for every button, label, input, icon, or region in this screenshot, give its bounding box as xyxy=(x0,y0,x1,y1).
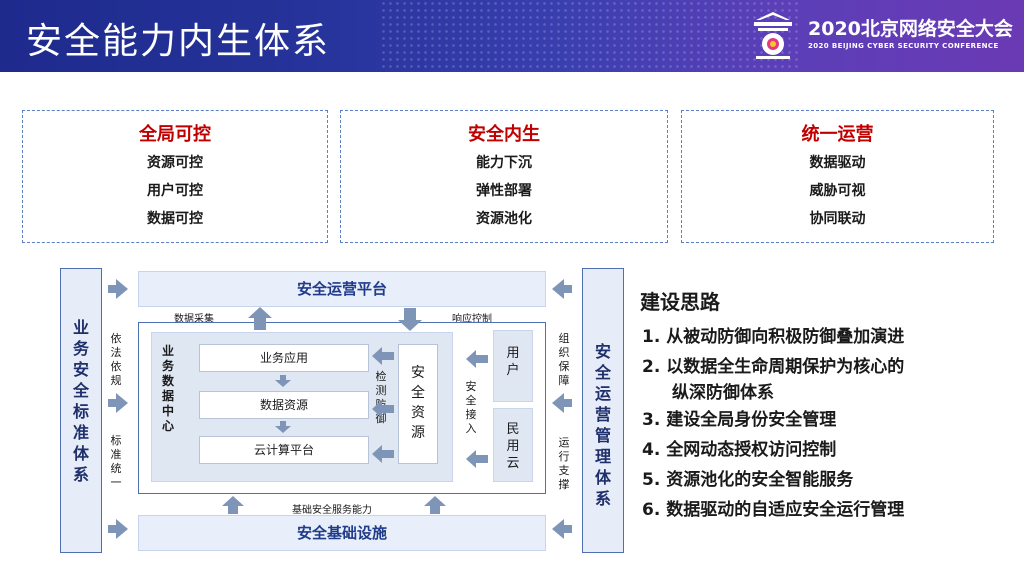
arrow-right xyxy=(108,393,128,413)
idea-item: 1. 从被动防御向积极防御叠加演进 xyxy=(642,327,905,347)
box-endogenous-security: 安全内生 能力下沉 弹性部署 资源池化 xyxy=(340,110,668,243)
idea-item: 4. 全网动态授权访问控制 xyxy=(642,440,837,460)
box-item: 数据驱动 xyxy=(809,155,866,171)
arrow-right xyxy=(108,279,128,299)
idea-item: 5. 资源池化的安全智能服务 xyxy=(642,470,854,490)
arrow-left xyxy=(372,347,394,365)
idea-item: 2. 以数据全生命周期保护为核心的 xyxy=(642,357,905,377)
box-title: 安全内生 xyxy=(468,124,540,145)
box-global-control: 全局可控 资源可控 用户可控 数据可控 xyxy=(22,110,328,243)
layer-cloud-platform: 云计算平台 xyxy=(199,436,369,464)
box-item: 能力下沉 xyxy=(476,155,532,171)
response-control-label: 响应控制 xyxy=(452,314,492,325)
arrow-down xyxy=(275,375,291,387)
conference-logo-icon xyxy=(754,12,792,59)
box-title: 统一运营 xyxy=(801,124,874,145)
security-resource-box: 安全资源 xyxy=(398,344,438,464)
business-security-standard-system: 业务安全标准体系 xyxy=(60,268,102,553)
users-label: 用户 xyxy=(506,346,520,378)
ideas-title: 建设思路 xyxy=(640,290,720,314)
note-unified-standard: 标准统一 xyxy=(110,434,122,489)
layer-data-resource: 数据资源 xyxy=(199,391,369,419)
header-banner xyxy=(0,0,1024,72)
security-access-label: 安全接入 xyxy=(465,380,477,435)
page-title: 安全能力内生体系 xyxy=(26,21,331,62)
arrow-up xyxy=(222,496,244,514)
arrow-left xyxy=(372,400,394,418)
layer-business-app: 业务应用 xyxy=(199,344,369,372)
arrow-down xyxy=(398,308,422,331)
box-item: 数据可控 xyxy=(147,211,203,227)
box-item: 威胁可视 xyxy=(809,183,866,199)
arrow-left xyxy=(552,393,572,413)
header-dot-pattern xyxy=(380,0,800,72)
arrow-left xyxy=(372,445,394,463)
left-system-label: 业务安全标准体系 xyxy=(72,318,89,484)
box-unified-operation: 统一运营 数据驱动 威胁可视 协同联动 xyxy=(681,110,994,243)
conference-name-en: 2020 BEIJING CYBER SECURITY CONFERENCE xyxy=(808,42,999,50)
box-item: 用户可控 xyxy=(147,183,203,199)
note-operation-support: 运行支撑 xyxy=(558,436,570,491)
idea-item: 6. 数据驱动的自适应安全运行管理 xyxy=(642,500,905,520)
box-item: 协同联动 xyxy=(809,211,866,227)
box-item: 资源池化 xyxy=(476,211,532,227)
users-box: 用户 xyxy=(493,330,533,402)
security-operation-management-system: 安全运营管理体系 xyxy=(582,268,624,553)
arrow-up xyxy=(424,496,446,514)
box-title: 全局可控 xyxy=(139,124,211,145)
civil-cloud-label: 民用云 xyxy=(506,422,520,471)
arrow-left xyxy=(552,519,572,539)
box-item: 资源可控 xyxy=(147,155,203,171)
security-operation-platform: 安全运营平台 xyxy=(138,271,546,307)
idea-item: 3. 建设全局身份安全管理 xyxy=(642,410,837,430)
box-item: 弹性部署 xyxy=(476,183,532,199)
arrow-left xyxy=(466,350,488,368)
arrow-down xyxy=(275,421,291,433)
right-system-label: 安全运营管理体系 xyxy=(594,342,611,508)
civil-cloud-box: 民用云 xyxy=(493,408,533,482)
data-collection-label: 数据采集 xyxy=(174,314,214,325)
arrow-up xyxy=(248,307,272,330)
security-resource-label: 安全资源 xyxy=(411,365,425,441)
arrow-left xyxy=(466,450,488,468)
note-org-guarantee: 组织保障 xyxy=(558,332,570,387)
security-infrastructure: 安全基础设施 xyxy=(138,515,546,551)
arrow-right xyxy=(108,519,128,539)
infra-capability-label: 基础安全服务能力 xyxy=(292,505,372,516)
idea-item-continued: 纵深防御体系 xyxy=(672,383,774,403)
datacenter-label: 业务数据中心 xyxy=(161,344,174,433)
conference-name-cn: 2020北京网络安全大会 xyxy=(808,18,1013,40)
note-by-law: 依法依规 xyxy=(110,332,122,387)
arrow-left xyxy=(552,279,572,299)
